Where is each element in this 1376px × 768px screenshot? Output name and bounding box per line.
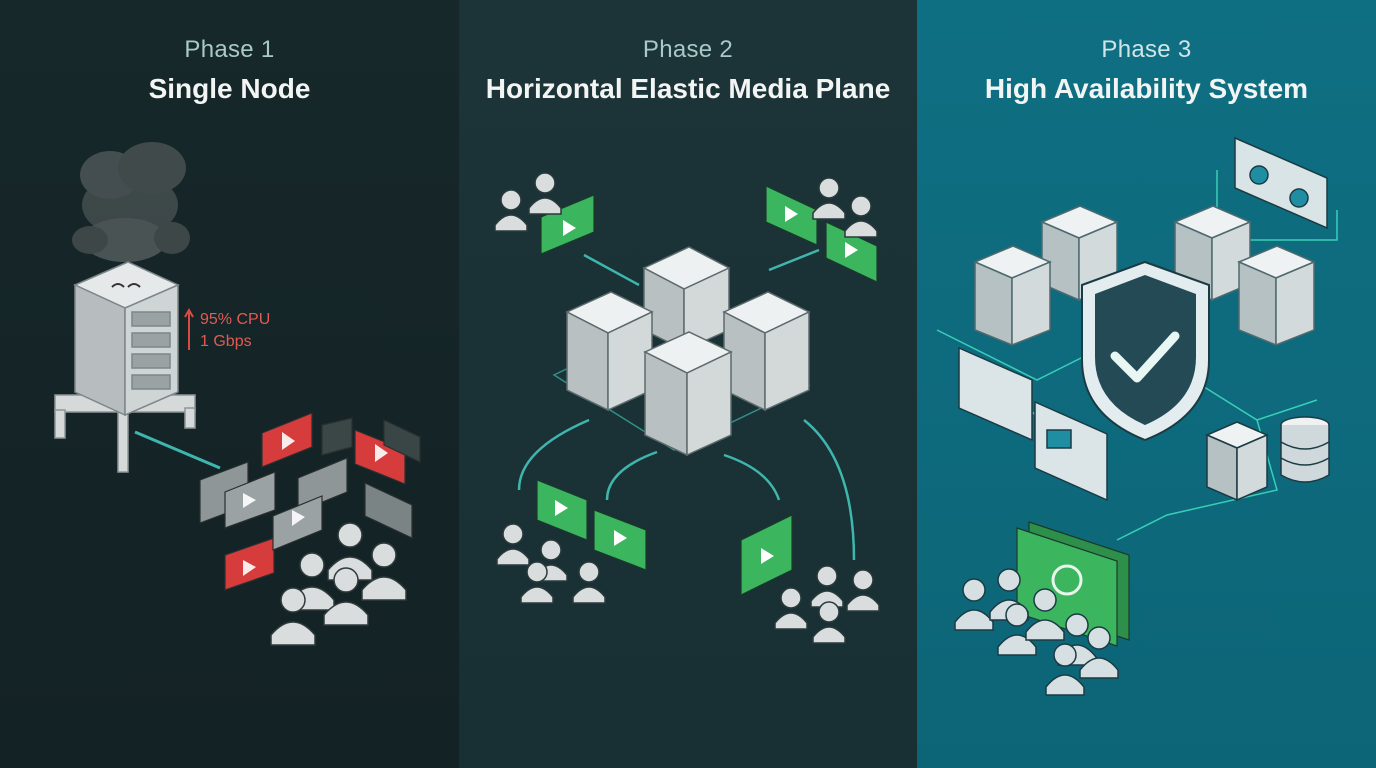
phase-2-label: Phase 2 <box>642 36 734 63</box>
storage-server-icon <box>1205 421 1269 502</box>
single-node-illustration <box>54 142 421 646</box>
app-window-icons <box>958 346 1108 502</box>
ingress-arrows <box>517 248 856 561</box>
phase-1-panel: Phase 1 Single Node <box>0 0 459 768</box>
phase-3-label: Phase 3 <box>1101 36 1192 63</box>
phase-2-panel: Phase 2 Horizontal Elastic Media Plane <box>459 0 917 768</box>
database-icon <box>1280 416 1330 483</box>
media-server-left <box>565 291 654 412</box>
phase-2-title: Horizontal Elastic Media Plane <box>485 73 891 104</box>
media-server-right <box>722 291 811 412</box>
smoke-icon <box>72 142 190 262</box>
phase-1-label: Phase 1 <box>184 36 275 63</box>
monitoring-dashboard <box>1234 136 1328 230</box>
stat-up-arrow <box>184 307 194 350</box>
media-server-front <box>643 331 733 457</box>
server <box>973 245 1052 347</box>
elastic-media-plane-illustration <box>494 172 880 644</box>
high-availability-illustration <box>936 136 1338 696</box>
server-cluster <box>973 205 1316 347</box>
overloaded-server <box>73 261 180 417</box>
phase-3-panel: Phase 3 High Availability System <box>917 0 1376 768</box>
play-icon <box>243 432 388 576</box>
overload-connector <box>134 430 221 470</box>
media-server-cluster <box>565 246 811 457</box>
bandwidth-stat: 1 Gbps <box>200 333 252 350</box>
server <box>1237 245 1316 347</box>
video-call-screen <box>1016 521 1130 647</box>
play-icon <box>555 206 858 564</box>
shield-icon <box>1081 260 1210 442</box>
cpu-stat: 95% CPU <box>200 311 271 328</box>
phase-3-title: High Availability System <box>984 73 1309 104</box>
phase-1-title: Single Node <box>148 73 311 104</box>
user-group-icon <box>494 172 880 644</box>
media-server-top <box>642 246 731 352</box>
user-group-icon <box>954 568 1119 696</box>
user-group-icon <box>270 522 407 646</box>
